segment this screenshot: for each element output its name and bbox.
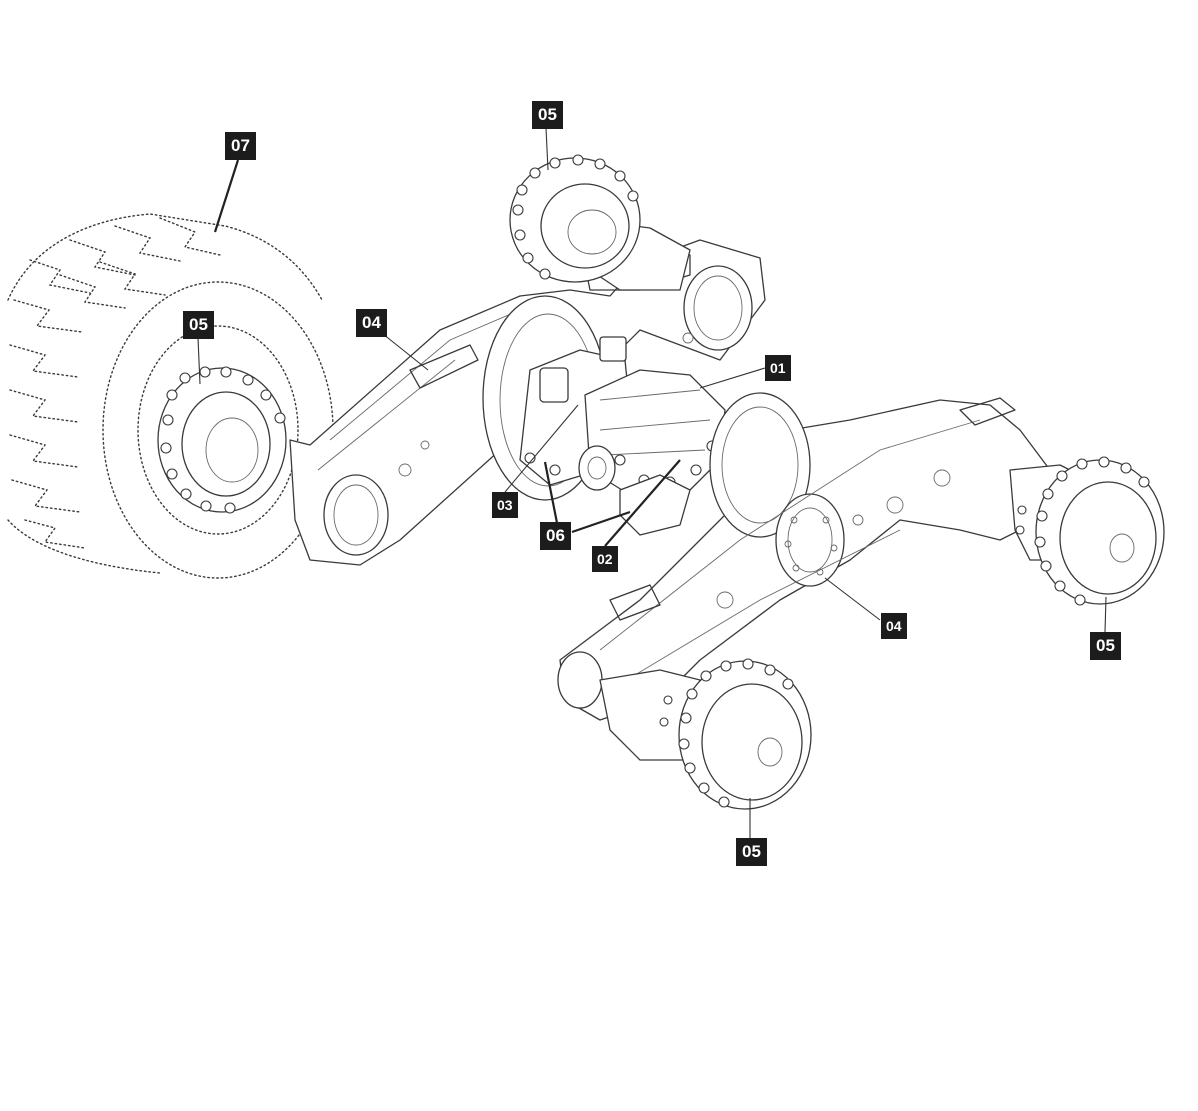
callout-04-upper: 04 <box>356 309 387 337</box>
bottom-wheel-hub <box>599 658 812 810</box>
callout-05-bottom: 05 <box>736 838 767 866</box>
leader-lines <box>197 127 1107 838</box>
callout-05-left: 05 <box>183 311 214 339</box>
callout-05-right: 05 <box>1090 632 1121 660</box>
center-differential <box>482 295 726 536</box>
callout-02: 02 <box>592 546 618 572</box>
callout-05-top: 05 <box>532 101 563 129</box>
top-wheel-hub <box>509 154 691 291</box>
callout-07: 07 <box>225 132 256 160</box>
tire-outline <box>7 213 334 579</box>
callout-06: 06 <box>540 522 571 550</box>
lower-bogie-beam <box>557 392 1051 721</box>
callout-01: 01 <box>765 355 791 381</box>
right-wheel-hub <box>1009 456 1165 606</box>
callout-03: 03 <box>492 492 518 518</box>
callout-04-lower: 04 <box>881 613 907 639</box>
left-wheel-hub <box>157 366 287 514</box>
